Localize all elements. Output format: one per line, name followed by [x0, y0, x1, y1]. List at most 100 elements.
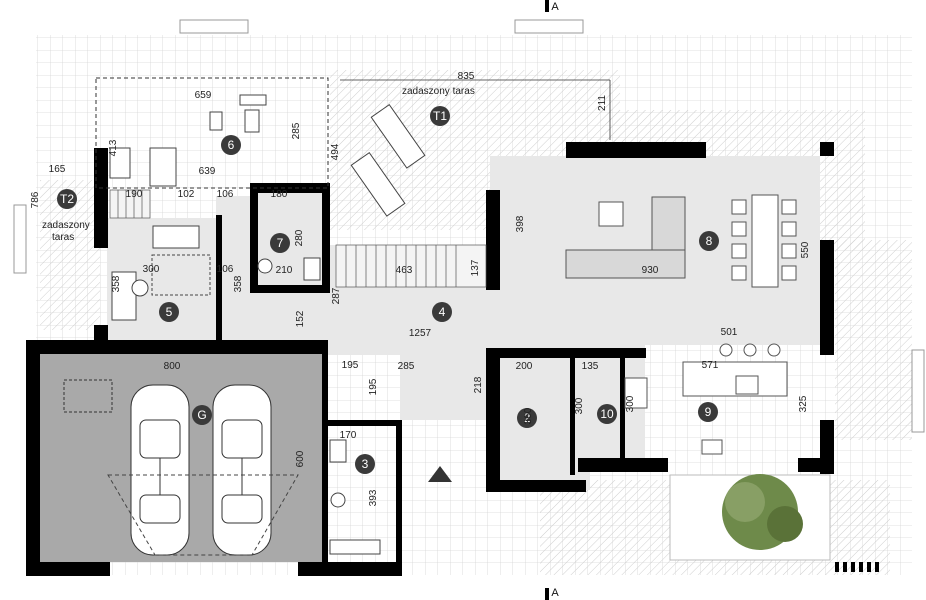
dimension-label: 550	[800, 241, 811, 258]
svg-text:G: G	[197, 408, 206, 422]
stairs-main	[335, 244, 487, 288]
lounger-2	[350, 151, 406, 217]
terrace-label: zadaszony taras	[402, 86, 475, 97]
dimension-label: 300	[625, 395, 636, 412]
svg-text:A: A	[551, 587, 559, 599]
dimension-label: 325	[798, 395, 809, 412]
window-top-left	[179, 19, 249, 34]
dimension-label: 165	[49, 164, 66, 175]
dimension-label: 413	[108, 139, 119, 156]
stairs-sauna	[109, 189, 151, 219]
bathroom-7-fixtures	[257, 257, 321, 281]
room-badge-4: 4	[432, 302, 452, 322]
dimension-label: 211	[597, 95, 608, 111]
dimension-label: 494	[330, 143, 341, 160]
dimension-label: 280	[294, 229, 305, 246]
dimension-label: 501	[721, 327, 738, 338]
room-badge-7: 7	[270, 233, 290, 253]
dimension-label: 398	[515, 215, 526, 232]
car-right	[212, 384, 272, 556]
dimension-label: 102	[178, 189, 195, 200]
dimension-label: 180	[271, 189, 288, 200]
svg-text:10: 10	[600, 407, 614, 421]
dimension-label: 571	[702, 360, 719, 371]
garden-border	[835, 562, 879, 572]
section-mark-bottom: A	[545, 587, 559, 600]
dimension-label: 835	[458, 71, 475, 82]
dimension-label: 393	[368, 489, 379, 506]
dimension-label: 195	[342, 360, 359, 371]
room-badge-g: G	[192, 405, 212, 425]
terrace-side-label-2: taras	[52, 232, 74, 243]
svg-text:T2: T2	[60, 192, 74, 206]
room-badge-8: 8	[699, 231, 719, 251]
section-mark-top: A	[545, 0, 559, 13]
dimension-label: 137	[470, 259, 481, 276]
room-badge-9: 9	[698, 402, 718, 422]
living-room-furniture	[565, 194, 797, 288]
dimension-label: 135	[582, 361, 599, 372]
room-badge-2: 2	[517, 408, 537, 428]
dimension-label: 360	[523, 407, 534, 424]
dimension-label: 786	[30, 191, 41, 208]
entrance-arrow-icon	[428, 466, 452, 482]
window-top-right	[514, 19, 584, 34]
svg-text:7: 7	[277, 236, 284, 250]
svg-text:T1: T1	[433, 109, 447, 123]
dimension-label: 1257	[409, 328, 432, 339]
dimension-label: 152	[295, 310, 306, 327]
dimension-label: 195	[368, 378, 379, 395]
dimension-label: 800	[164, 361, 181, 372]
dimension-label: 300	[143, 264, 160, 275]
room-badge-t1: T1	[430, 106, 450, 126]
dimension-label: 600	[295, 450, 306, 467]
room-6-outline	[95, 77, 329, 189]
terrace-hatch-east-lower	[835, 240, 912, 440]
car-left	[130, 384, 190, 556]
window-right	[911, 349, 925, 433]
dimension-label: 106	[217, 264, 234, 275]
room-badge-6: 6	[221, 135, 241, 155]
walls	[26, 142, 834, 576]
dimension-label: 285	[291, 122, 302, 139]
window-left	[13, 204, 27, 274]
room-badge-5: 5	[159, 302, 179, 322]
svg-text:5: 5	[166, 305, 173, 319]
svg-text:3: 3	[362, 457, 369, 471]
dimension-label: 170	[340, 430, 357, 441]
dimension-label: 285	[398, 361, 415, 372]
terrace-side-label-1: zadaszony	[42, 220, 90, 231]
svg-text:9: 9	[705, 405, 712, 419]
room-badge-3: 3	[355, 454, 375, 474]
utility-room-3-fixtures	[329, 439, 381, 555]
dimension-label: 300	[574, 397, 585, 414]
dimension-label: 190	[126, 189, 143, 200]
dimension-label: 358	[233, 275, 244, 292]
dimension-label: 287	[331, 287, 342, 304]
dimension-label: 200	[516, 361, 533, 372]
dimension-label: 639	[199, 166, 216, 177]
svg-text:6: 6	[228, 138, 235, 152]
dimension-label: 106	[217, 189, 234, 200]
dimension-label: 210	[276, 265, 293, 276]
garage-door-swing	[107, 474, 299, 556]
room-badge-10: 10	[597, 404, 617, 424]
dimension-label: 930	[642, 265, 659, 276]
tree-icon	[669, 474, 831, 561]
room-badge-t2: T2	[57, 189, 77, 209]
svg-text:8: 8	[706, 234, 713, 248]
dimension-label: 659	[195, 90, 212, 101]
room-5-furniture	[111, 225, 211, 321]
dimension-label: 218	[473, 376, 484, 393]
dimension-label: 463	[396, 265, 413, 276]
svg-text:4: 4	[439, 305, 446, 319]
svg-text:2: 2	[524, 411, 531, 425]
kitchen-furniture	[624, 343, 788, 455]
dimension-label: 358	[111, 275, 122, 292]
room-6-furniture	[109, 94, 267, 187]
lounger-1	[370, 103, 426, 169]
svg-text:A: A	[551, 1, 559, 13]
